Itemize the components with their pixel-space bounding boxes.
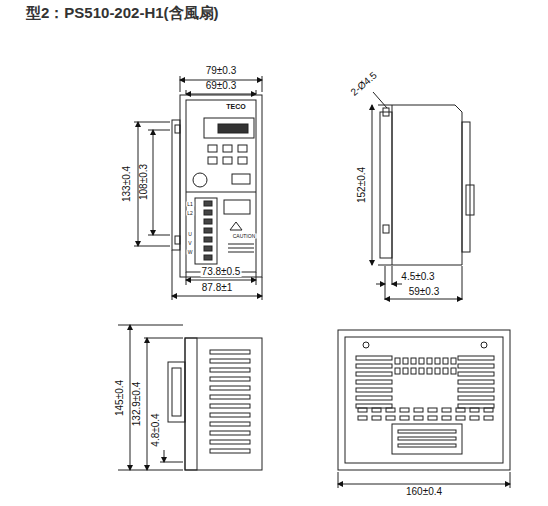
- dimension-label: 132.9±0.4: [132, 381, 142, 427]
- device-marking: V: [187, 241, 192, 246]
- dimension-label: 160±0.4: [405, 487, 443, 497]
- dimension-label: 108±0.3: [139, 163, 149, 201]
- device-marking: CAUTION: [232, 234, 257, 239]
- dimension-label: 4.5±0.3: [400, 272, 435, 282]
- device-marking: U: [187, 232, 193, 237]
- dimension-label: 87.8±1: [201, 283, 234, 293]
- dimension-label: 152±0.4: [357, 166, 367, 204]
- dimension-label: 4.8±0.4: [151, 412, 161, 447]
- dimension-label: 69±0.3: [205, 81, 238, 91]
- dimension-label: 73.8±0.5: [201, 267, 242, 277]
- device-marking: W: [187, 250, 194, 255]
- dimension-label: 145±0.4: [115, 379, 125, 417]
- dimension-label: 59±0.3: [408, 287, 441, 297]
- dimension-label: 79±0.3: [205, 66, 238, 76]
- title: 型2：PS510-202-H1(含風扇): [26, 4, 219, 23]
- dimension-label: 133±0.4: [122, 165, 132, 203]
- device-marking: L1: [186, 202, 194, 207]
- device-marking: L2: [186, 211, 194, 216]
- device-marking: TECO: [225, 103, 246, 110]
